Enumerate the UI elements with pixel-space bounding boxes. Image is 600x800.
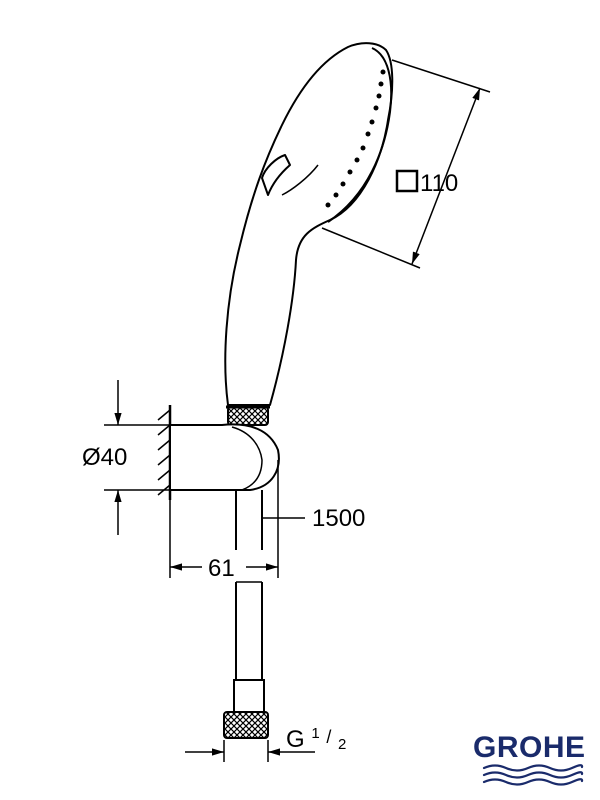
- handle-knurled-nut: [227, 406, 269, 426]
- hose-knurled-nut: [223, 711, 269, 739]
- hand-shower: [224, 42, 394, 426]
- dimension-head-size: [321, 59, 491, 269]
- shower-inner-line: [281, 164, 319, 196]
- bracket-depth-label: 61: [208, 555, 235, 582]
- spray-nozzles: [325, 69, 386, 208]
- spray-button: [261, 154, 291, 196]
- wall-bracket: [157, 405, 280, 500]
- square-symbol-icon: [395, 169, 419, 193]
- grohe-logo: GROHE: [473, 731, 586, 786]
- shower-head-rim: [327, 47, 393, 223]
- wave-icon: [482, 764, 584, 786]
- brand-name: GROHE: [473, 731, 586, 764]
- thread-base: G: [286, 726, 305, 753]
- thread-numerator: 1: [311, 725, 319, 742]
- dimension-thread: [185, 740, 315, 762]
- shower-outline: [224, 42, 394, 406]
- dimension-bracket-depth: [169, 460, 279, 578]
- thread-denominator: 2: [338, 736, 346, 753]
- thread-slash: /: [326, 727, 331, 747]
- dimension-bracket-diameter: [104, 380, 170, 535]
- bracket-diameter-label: Ø40: [82, 444, 127, 471]
- hose-end-fitting: [233, 679, 265, 713]
- wall-hatching: [157, 409, 171, 496]
- hose-length-label: 1500: [312, 505, 365, 532]
- bracket-body: [169, 423, 280, 491]
- thread-label: G 1 / 2: [286, 717, 346, 753]
- head-size-label: 110: [420, 170, 458, 197]
- hose: [223, 490, 269, 739]
